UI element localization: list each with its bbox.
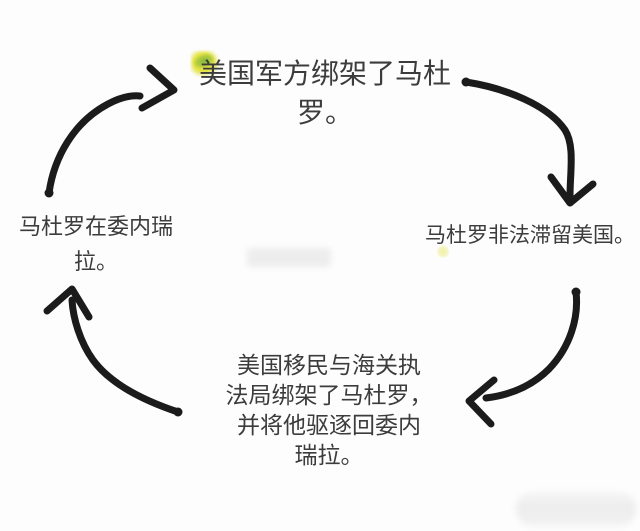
node-ice-deported: 美国移民与海关执 法局绑架了马杜罗， 并将他驱逐回委内 瑞拉。 <box>225 352 433 468</box>
arrow-shaft <box>68 296 182 416</box>
arrow-head-icon <box>547 173 597 207</box>
arrow-left-to-top <box>44 64 178 198</box>
arrow-shaft <box>482 288 581 402</box>
arrow-head-icon <box>43 285 93 321</box>
yellow-dot-mark <box>437 245 449 258</box>
arrow-top-to-right <box>461 77 597 207</box>
arrow-shaft <box>45 92 144 197</box>
arrow-head-icon <box>138 64 178 112</box>
arrow-bottom-to-left <box>43 285 183 417</box>
watermark-smudge <box>516 492 636 526</box>
node-us-military-kidnapped: 美国军方绑架了马杜 罗。 <box>198 58 451 128</box>
watermark-smudge <box>247 248 331 267</box>
arrow-head-icon <box>465 376 498 428</box>
node-illegal-stay-us: 马杜罗非法滞留美国。 <box>425 224 635 247</box>
arrow-right-to-bottom <box>465 287 581 428</box>
node-in-venezuela: 马杜罗在委内瑞 拉。 <box>18 214 173 274</box>
arrow-shaft <box>462 78 575 200</box>
